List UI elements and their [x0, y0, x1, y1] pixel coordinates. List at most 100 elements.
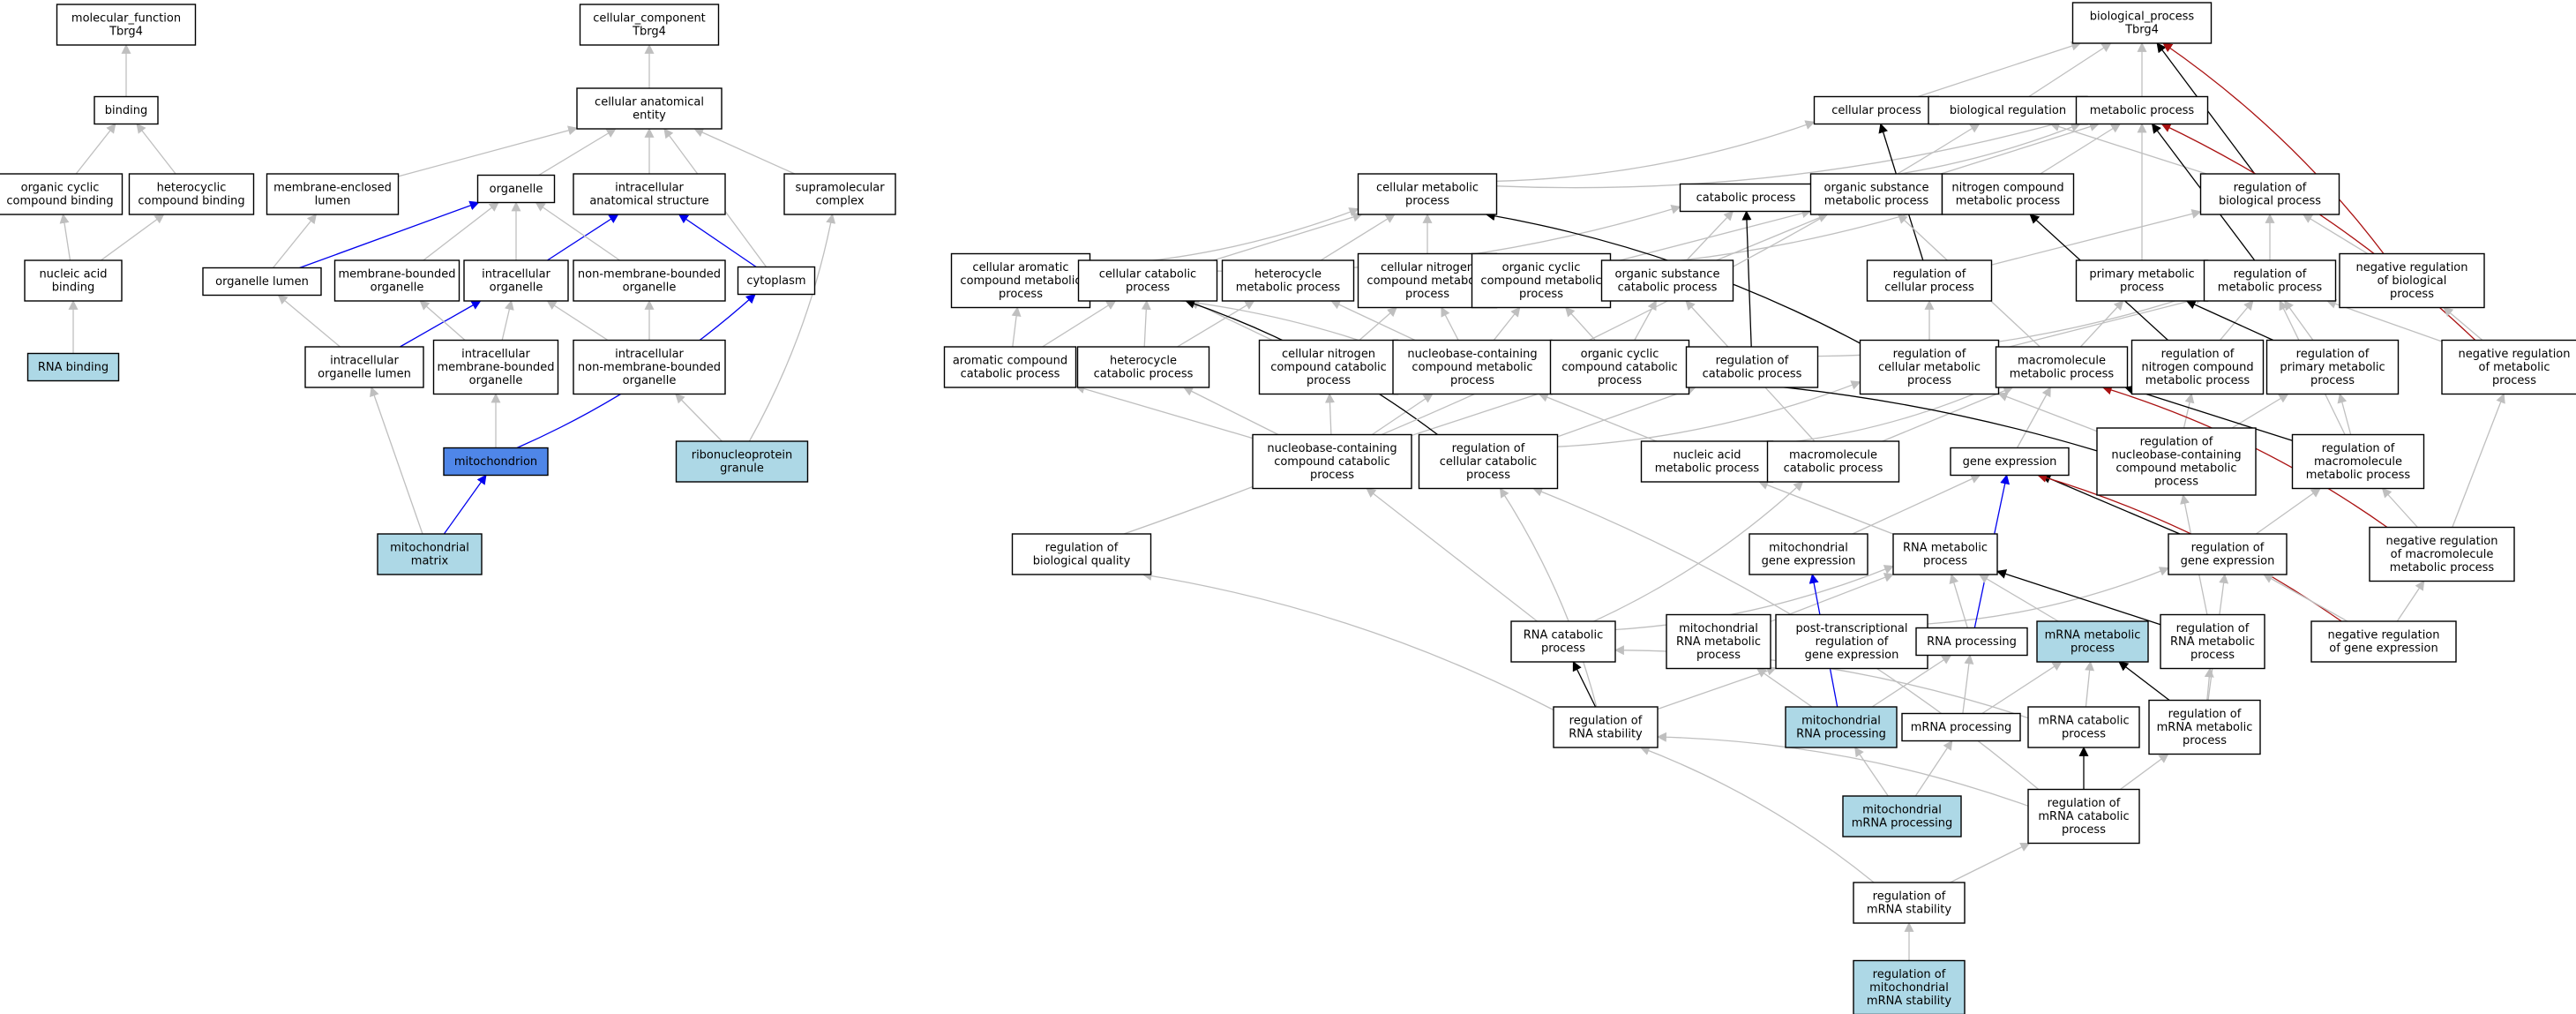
edge-reg_catabolic_process-to-catabolic_process: [1741, 210, 1752, 348]
node-label-line: process: [2190, 649, 2235, 662]
node-organelle-lumen[interactable]: organelle lumen: [202, 267, 322, 297]
node-box: [1853, 959, 1966, 1014]
node-catabolic-process[interactable]: catabolic process: [1679, 183, 1813, 213]
edge-nitrogen_compound_metabolic-to-metabolic_process: [2040, 123, 2122, 175]
node-cytoplasm[interactable]: cytoplasm: [737, 266, 816, 296]
node-gene-expression[interactable]: gene expression: [1950, 447, 2070, 477]
node-rna-binding[interactable]: RNA binding: [26, 352, 120, 382]
node-label-line: mitochondrial: [1869, 981, 1949, 995]
node-rna-processing[interactable]: RNA processing: [1915, 627, 2028, 657]
edge-membrane_bounded_organelle-to-organelle: [423, 201, 499, 261]
node-reg-nucleobase-metabolic[interactable]: regulation ofnucleobase-containingcompou…: [2096, 427, 2257, 496]
node-box: [1076, 346, 1210, 388]
node-biological-regulation[interactable]: biological regulation: [1928, 95, 2088, 125]
node-label-line: non-membrane-bounded: [578, 361, 721, 374]
node-intra-non-membrane-bounded-organelle[interactable]: intracellularnon-membrane-boundedorganel…: [573, 339, 726, 395]
edge-nucleobase_metabolic-to-organic_cyclic_metabolic: [1493, 306, 1521, 341]
node-label-line: nitrogen compound: [2141, 361, 2253, 374]
node-box: [1995, 346, 2129, 388]
node-label-line: organic cyclic: [1502, 261, 1581, 274]
node-label-line: process: [1907, 374, 1951, 387]
node-metabolic-process[interactable]: metabolic process: [2075, 95, 2209, 125]
node-organelle[interactable]: organelle: [476, 174, 556, 204]
node-mitochondrion[interactable]: mitochondrion: [443, 447, 549, 477]
node-label-line: regulation of: [1893, 348, 1966, 361]
node-box: [783, 173, 896, 215]
node-binding[interactable]: binding: [94, 95, 159, 125]
node-label-line: nucleic acid: [1673, 449, 1741, 462]
node-label-line: mitochondrial: [1679, 622, 1758, 635]
node-mrna-processing[interactable]: mRNA processing: [1901, 712, 2021, 742]
edge-heterocycle_catabolic-to-heterocycle_metabolic: [1177, 300, 1255, 348]
node-box: [377, 533, 483, 575]
node-cellular-process[interactable]: cellular process: [1813, 95, 1940, 125]
edge-intracellular_organelle_lumen-to-intracellular_organelle: [400, 300, 482, 348]
